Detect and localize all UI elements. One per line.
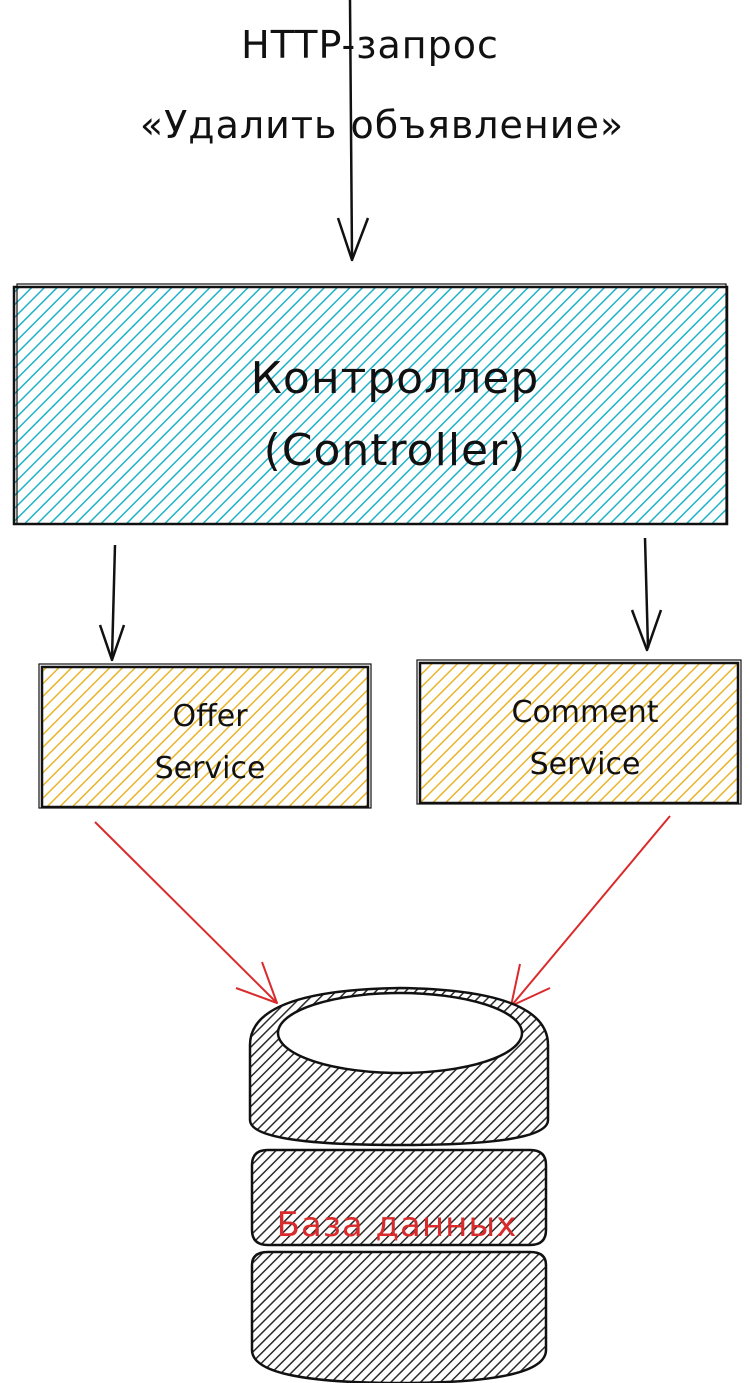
offer-service-label-line1: Offer <box>172 699 248 734</box>
comment-service-label-line2: Service <box>530 747 641 782</box>
arrow-to-offer-service <box>98 544 126 662</box>
arrow-to-comment-service <box>630 537 663 652</box>
request-arrow <box>336 0 370 262</box>
database-label: База данных <box>277 1205 518 1245</box>
controller-label-line1: Контроллер <box>251 353 540 404</box>
controller-box <box>12 283 729 526</box>
database-cylinder <box>248 986 550 1383</box>
offer-service-label-line2: Service <box>155 751 266 786</box>
controller-label-line2: (Controller) <box>264 425 527 476</box>
request-title-line1: HTTP-запрос <box>241 23 499 67</box>
arrow-comment-to-db <box>510 815 671 1007</box>
offer-service-box <box>38 663 372 809</box>
comment-service-box <box>416 659 742 805</box>
comment-service-label-line1: Comment <box>512 695 659 730</box>
request-title-line2: «Удалить объявление» <box>140 103 624 147</box>
arrow-offer-to-db <box>94 821 278 1004</box>
